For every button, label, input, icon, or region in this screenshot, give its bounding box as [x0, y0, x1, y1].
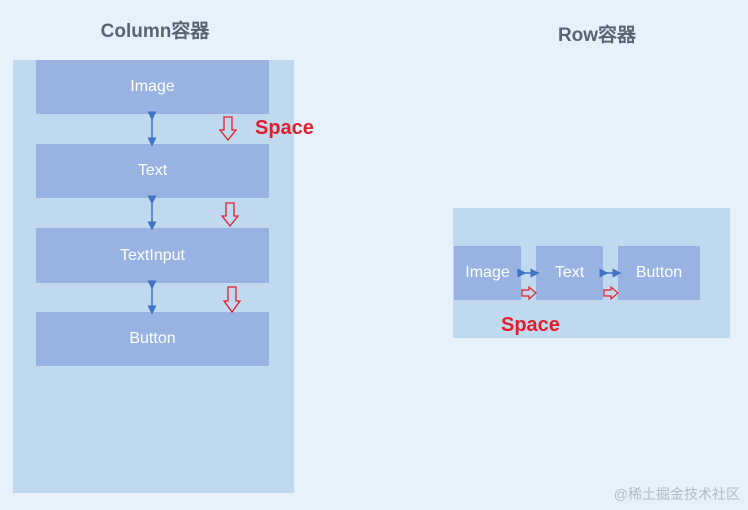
row-space-arrow-2	[603, 285, 619, 301]
column-space-arrow-3	[222, 286, 242, 314]
watermark: @稀土掘金技术社区	[613, 486, 740, 502]
column-item-text: Text	[36, 144, 269, 198]
column-space-arrow-1	[218, 116, 238, 142]
column-item-image: Image	[36, 60, 269, 114]
row-item-button: Button	[618, 246, 700, 300]
row-space-label: Space	[501, 314, 560, 336]
row-item-image: Image	[454, 246, 521, 300]
column-item-textinput: TextInput	[36, 228, 269, 283]
row-item-text: Text	[536, 246, 603, 300]
column-space-arrow-2	[220, 202, 240, 228]
column-space-label: Space	[255, 117, 314, 139]
row-container-title: Row容器	[557, 25, 637, 46]
column-item-button: Button	[36, 312, 269, 366]
column-container-title: Column容器	[100, 21, 210, 42]
row-space-arrow-1	[521, 285, 537, 301]
